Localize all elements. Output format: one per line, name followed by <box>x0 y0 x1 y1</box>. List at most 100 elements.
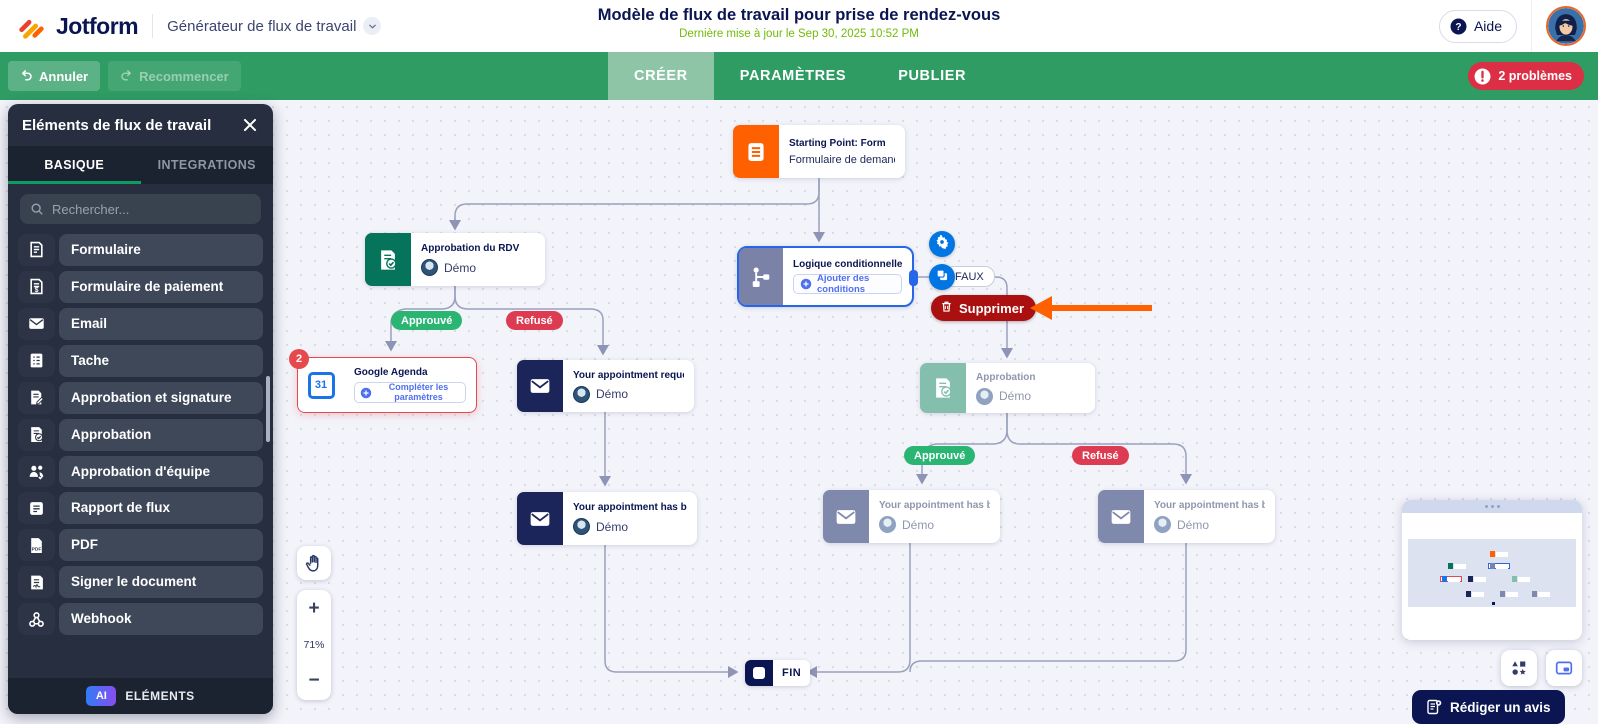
search-icon <box>30 202 44 216</box>
node-title: Your appointment request ha... <box>573 369 684 381</box>
sign-document-icon <box>18 566 55 599</box>
plus-circle-icon <box>360 387 372 399</box>
sidebar-item-approval-signature[interactable]: Approbation et signature <box>18 381 263 414</box>
email-icon <box>823 490 869 543</box>
sidebar-item-webhook[interactable]: Webhook <box>18 603 263 636</box>
email-icon <box>517 492 563 545</box>
sidebar-item-form[interactable]: Formulaire <box>18 234 263 266</box>
node-approbation-rdv[interactable]: Approbation du RDV Démo <box>365 233 545 286</box>
node-google-agenda[interactable]: 2 31 Google Agenda Compléter les paramèt… <box>289 349 477 413</box>
add-conditions-button[interactable]: Ajouter des conditions <box>793 273 902 295</box>
sidebar-item-email[interactable]: Email <box>18 307 263 340</box>
header-divider <box>1531 0 1532 52</box>
problems-badge[interactable]: 2 problèmes <box>1468 62 1584 90</box>
delete-node-button[interactable]: Supprimer <box>931 295 1037 321</box>
app-name-dropdown[interactable]: Générateur de flux de travail <box>167 17 382 35</box>
close-icon[interactable] <box>241 116 259 134</box>
node-logique-conditionnelle[interactable]: Logique conditionnelle Ajouter des condi… <box>737 246 918 307</box>
pointer-arrow <box>1051 305 1152 311</box>
sidebar-item-payment-form[interactable]: $ Formulaire de paiement <box>18 270 263 303</box>
ai-elements-button[interactable]: AI ELÉMENTS <box>8 678 273 714</box>
redo-label: Recommencer <box>139 68 229 84</box>
team-approval-icon <box>18 455 55 488</box>
search-input[interactable] <box>52 201 251 217</box>
jotform-logo[interactable]: Jotform <box>0 11 139 41</box>
branch-label-approved: Approuvé <box>391 311 463 330</box>
flow-report-icon <box>18 492 55 525</box>
branch-label-faux: FAUX <box>944 266 995 287</box>
node-email-faded-right[interactable]: Your appointment has been s... Démo <box>1098 490 1275 543</box>
panel-title: Eléments de flux de travail <box>22 116 212 134</box>
jotform-logo-icon <box>19 19 44 39</box>
sidebar-item-label: Approbation et signature <box>59 381 263 414</box>
sidebar-item-label: Signer le document <box>59 566 263 599</box>
minimap[interactable] <box>1402 500 1582 640</box>
node-duplicate-button[interactable] <box>929 264 955 290</box>
assignee-avatar <box>976 387 993 405</box>
undo-button[interactable]: Annuler <box>8 61 101 91</box>
tab-integrations[interactable]: INTEGRATIONS <box>157 158 256 172</box>
sidebar-item-label: Formulaire <box>59 234 263 266</box>
builder-toolbar: Annuler Recommencer CRÉER PARAMÈTRES PUB… <box>0 52 1598 100</box>
node-end[interactable]: FIN <box>745 660 811 686</box>
node-subtitle: Formulaire de demande d... <box>789 153 895 166</box>
tab-creer[interactable]: CRÉER <box>608 52 714 100</box>
assignee-name: Démo <box>902 517 935 532</box>
email-icon <box>18 307 55 340</box>
ai-elements-label: ELÉMENTS <box>125 689 195 703</box>
sidebar-item-task[interactable]: Tache <box>18 344 263 377</box>
minimap-toggle-button[interactable] <box>1546 650 1582 686</box>
branch-label-refused: Refusé <box>506 311 563 330</box>
error-count-badge: 2 <box>289 349 309 369</box>
app-name-label: Générateur de flux de travail <box>167 17 357 35</box>
minimap-window-bar <box>1402 500 1582 513</box>
undo-label: Annuler <box>39 68 89 84</box>
connector-handle[interactable] <box>909 270 918 286</box>
node-email-faded-left[interactable]: Your appointment has been s... Démo <box>823 490 1000 543</box>
copy-icon <box>935 268 949 287</box>
pdf-icon: PDF <box>18 529 55 562</box>
sidebar-item-team-approval[interactable]: Approbation d'équipe <box>18 455 263 488</box>
svg-text:$: $ <box>35 288 39 295</box>
complete-settings-button[interactable]: Compléter les paramètres <box>354 382 466 403</box>
help-label: Aide <box>1473 18 1502 34</box>
redo-button[interactable]: Recommencer <box>108 61 241 91</box>
zoom-in-button[interactable]: + <box>308 598 320 619</box>
svg-text:PDF: PDF <box>32 546 42 552</box>
branch-label-approved: Approuvé <box>904 446 976 465</box>
tab-parametres[interactable]: PARAMÈTRES <box>739 68 847 84</box>
approval-icon <box>18 418 55 451</box>
trash-icon <box>940 300 953 316</box>
sidebar-item-flow-report[interactable]: Rapport de flux <box>18 492 263 525</box>
exclamation-icon <box>1474 68 1491 85</box>
user-avatar[interactable] <box>1546 6 1586 46</box>
sidebar-item-label: Formulaire de paiement <box>59 270 263 303</box>
header-divider <box>152 14 154 38</box>
zoom-out-button[interactable]: − <box>308 670 320 691</box>
node-title: Logique conditionnelle <box>793 259 902 270</box>
node-email-scheduled[interactable]: Your appointment has been s... Démo <box>517 492 697 545</box>
approval-signature-icon <box>18 381 55 414</box>
elements-shortcut-button[interactable] <box>1501 650 1537 686</box>
node-title: Your appointment has been s... <box>879 500 990 511</box>
node-starting-point[interactable]: Starting Point: Form Formulaire de deman… <box>733 125 905 178</box>
search-box <box>20 194 261 224</box>
complete-settings-label: Compléter les paramètres <box>388 382 449 402</box>
tab-basique[interactable]: BASIQUE <box>8 146 141 184</box>
node-title: Your appointment has been s... <box>1154 500 1265 511</box>
sidebar-item-approval[interactable]: Approbation <box>18 418 263 451</box>
sidebar-item-label: Webhook <box>59 603 263 636</box>
node-approbation-faded[interactable]: Approbation Démo <box>920 363 1095 413</box>
help-button[interactable]: ? Aide <box>1438 9 1517 43</box>
assignee-name: Démo <box>999 389 1032 403</box>
sidebar-item-sign-document[interactable]: Signer le document <box>18 566 263 599</box>
node-title: Approbation <box>976 371 1036 383</box>
scrollbar-thumb[interactable] <box>266 376 270 442</box>
tab-publier[interactable]: PUBLIER <box>898 68 967 84</box>
node-settings-button[interactable] <box>929 231 955 257</box>
write-review-button[interactable]: Rédiger un avis <box>1412 690 1565 724</box>
pan-tool-button[interactable] <box>297 546 331 580</box>
node-email-request[interactable]: Your appointment request ha... Démo <box>517 360 694 412</box>
